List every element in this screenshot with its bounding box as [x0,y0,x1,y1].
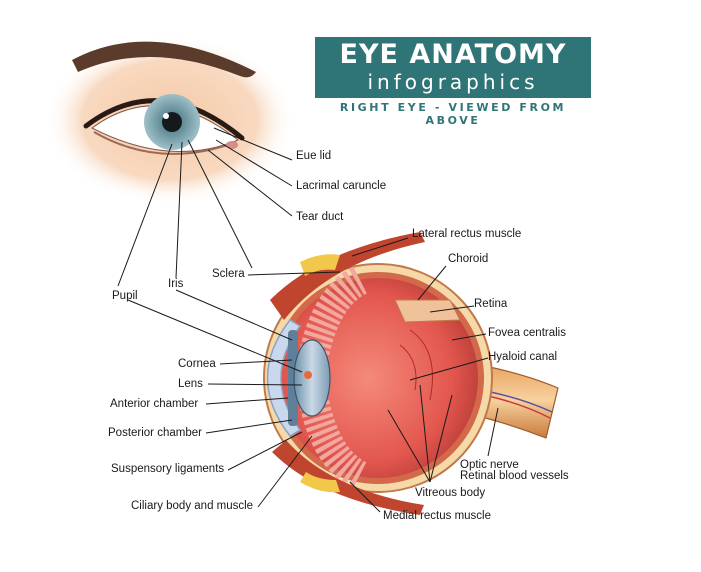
label-anterior-chamber: Anterior chamber [110,398,199,410]
label-suspensory: Suspensory ligaments [111,463,225,475]
label-lateral-rectus: Lateral rectus muscle [412,228,522,240]
label-ciliary: Ciliary body and muscle [131,500,254,512]
label-medial-rectus: Medial rectus muscle [383,510,492,522]
label-retina: Retina [474,298,508,310]
label-pupil: Pupil [112,290,138,302]
label-posterior-chamber: Posterior chamber [108,427,202,439]
label-fovea: Fovea centralis [488,327,566,339]
label-retinal-vessels: Retinal blood vessels [460,470,569,482]
label-lens: Lens [178,378,203,390]
anterior-segment-illustration [266,319,331,437]
subtitle: RIGHT EYE - VIEWED FROM ABOVE [339,101,567,127]
label-sclera: Sclera [212,268,245,280]
label-eyelid: Eue lid [296,150,332,162]
title-secondary: infographics [367,70,539,94]
label-cornea: Cornea [178,358,216,370]
external-eye-illustration [45,35,295,205]
label-lacrimal-caruncle: Lacrimal caruncle [296,180,387,192]
label-hyaloid: Hyaloid canal [488,351,558,363]
title-banner: EYE ANATOMY infographics [315,37,591,98]
label-tear-duct: Tear duct [296,211,344,223]
label-vitreous: Vitreous body [415,487,486,499]
muscles-illustration [270,232,425,515]
label-iris: Iris [168,278,184,290]
leader-lines [117,127,499,513]
title-main: EYE ANATOMY [339,39,567,70]
label-optic-nerve: Optic nerve [460,459,519,471]
label-choroid: Choroid [448,253,489,265]
